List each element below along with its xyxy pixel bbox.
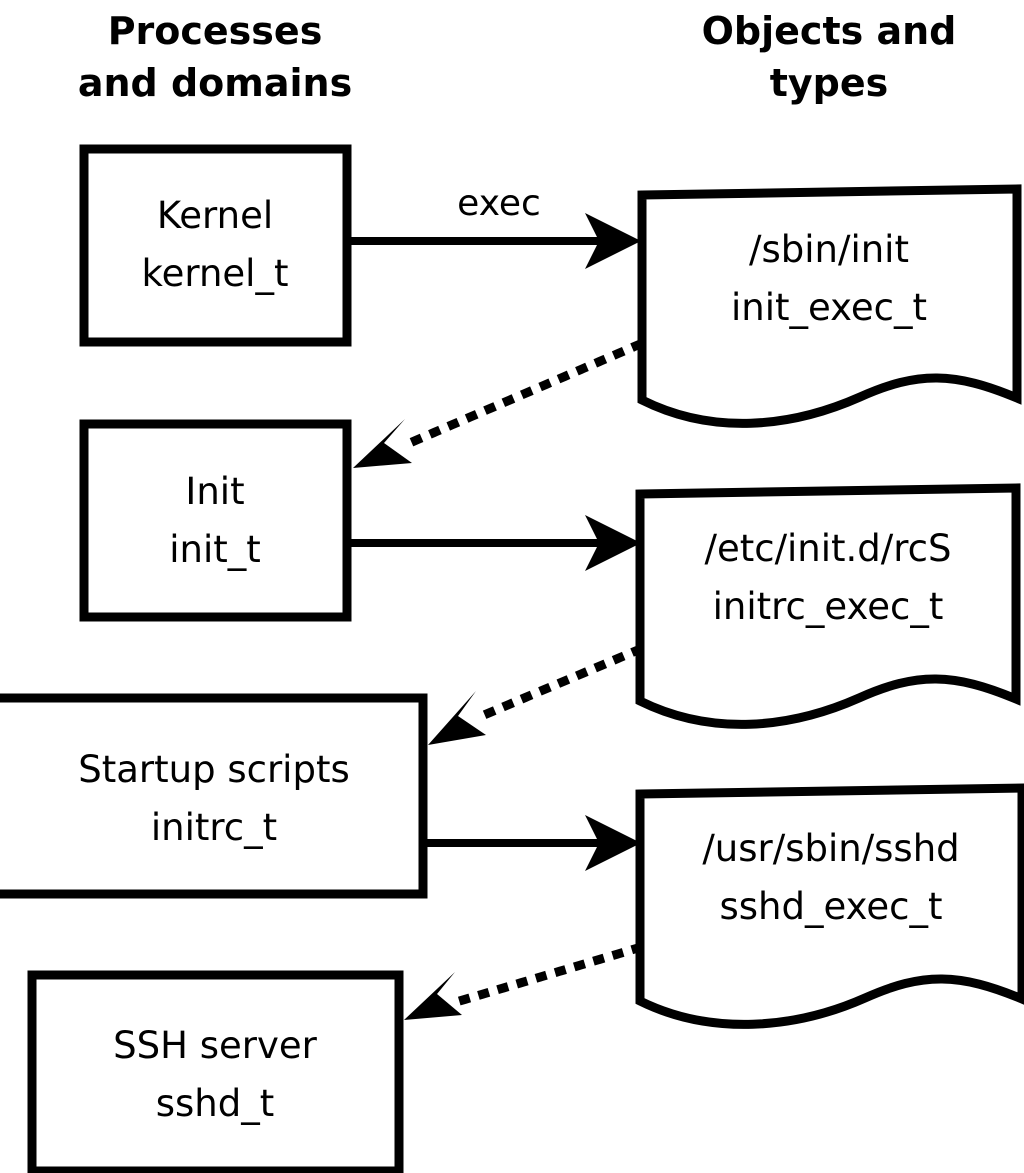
arrowhead-right [585, 213, 641, 269]
node-initrc_exec-path: /etc/init.d/rcS [704, 527, 951, 570]
column-header-objects-line1: Objects and [702, 9, 957, 53]
edge-label-exec: exec [457, 183, 541, 224]
node-init-type: init_t [169, 528, 261, 571]
edge-line-dotted [457, 942, 644, 1006]
column-header-processes-line1: Processes [108, 9, 323, 53]
node-initrc[interactable]: Startup scripts initrc_t [0, 693, 428, 899]
node-initrc_exec[interactable]: /etc/init.d/rcS initrc_exec_t [635, 483, 1021, 729]
edge-init_exec-to-init [353, 339, 644, 468]
arrowhead-left [428, 691, 486, 745]
node-sshd_exec-path: /usr/sbin/sshd [702, 827, 959, 870]
node-init[interactable]: Init init_t [79, 419, 352, 622]
node-sshd-type: sshd_t [156, 1082, 275, 1125]
arrowhead-left [404, 972, 462, 1020]
node-initrc_exec-type: initrc_exec_t [713, 585, 944, 628]
node-initrc-box [0, 693, 428, 899]
column-header-objects-line2: types [770, 61, 889, 105]
node-sshd-name: SSH server [113, 1024, 317, 1067]
arrowhead-right [585, 515, 641, 571]
node-sshd_exec-type: sshd_exec_t [720, 885, 943, 928]
node-sshd_exec-document-shape [635, 783, 1024, 1029]
node-sshd-box [27, 970, 404, 1173]
column-header-objects: Objects and types [702, 9, 957, 105]
edge-kernel-exec-init_exec: exec [350, 183, 641, 269]
node-kernel-name: Kernel [157, 194, 273, 237]
edge-line-dotted [406, 339, 644, 448]
node-init-name: Init [185, 470, 244, 513]
node-initrc_exec-document-shape [635, 483, 1021, 729]
node-init_exec[interactable]: /sbin/init init_exec_t [637, 184, 1022, 428]
node-init_exec-type: init_exec_t [731, 286, 927, 329]
column-header-processes: Processes and domains [78, 9, 352, 105]
edge-line-dotted [478, 644, 644, 721]
node-initrc-name: Startup scripts [78, 748, 349, 791]
arrowhead-left [353, 419, 412, 468]
edge-initrc_exec-to-initrc [428, 644, 644, 745]
node-init_exec-document-shape [637, 184, 1022, 428]
node-init-box [79, 419, 352, 622]
edge-sshd_exec-to-sshd [404, 942, 644, 1020]
node-kernel-type: kernel_t [142, 252, 289, 295]
node-kernel[interactable]: Kernel kernel_t [79, 144, 352, 347]
node-sshd[interactable]: SSH server sshd_t [27, 970, 404, 1173]
arrowhead-right [585, 815, 641, 871]
node-sshd_exec[interactable]: /usr/sbin/sshd sshd_exec_t [635, 783, 1024, 1029]
column-header-processes-line2: and domains [78, 61, 352, 105]
node-init_exec-path: /sbin/init [749, 228, 909, 271]
node-initrc-type: initrc_t [151, 806, 277, 849]
node-kernel-box [79, 144, 352, 347]
edge-init-exec-initrc_exec [350, 515, 641, 571]
edge-initrc-exec-sshd_exec [427, 815, 641, 871]
